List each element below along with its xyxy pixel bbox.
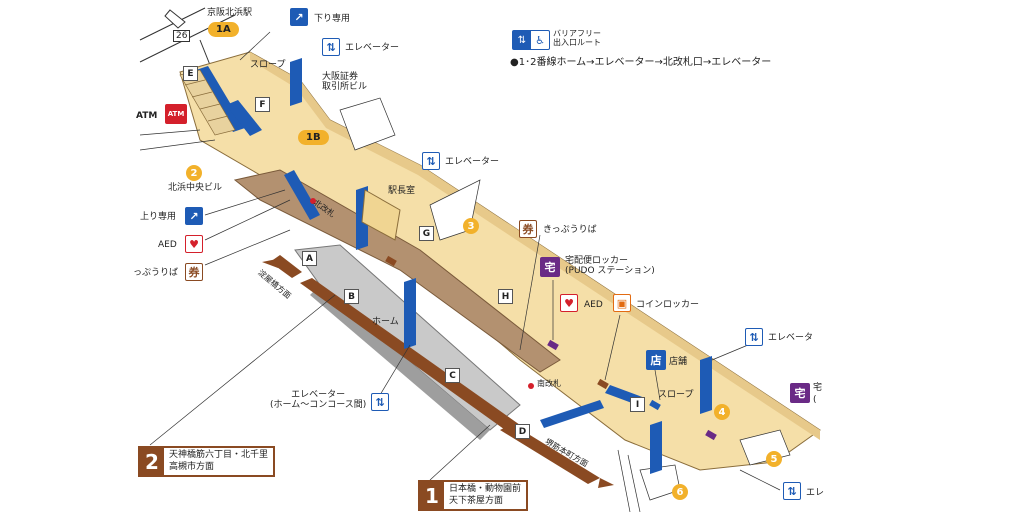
label-barrier-free: バリアフリー 出入口ルート: [553, 29, 601, 48]
arrow-yodoyabashi: [262, 258, 282, 268]
atm-icon: ATM: [165, 104, 187, 124]
escalators: [196, 66, 645, 428]
wheelchair-icon: ♿: [535, 33, 545, 47]
label-atm: ATM: [136, 111, 158, 121]
label-locker: 宅配便ロッカー (PUDO ステーション): [565, 256, 655, 277]
exit-1a: 1A: [208, 22, 239, 37]
marker-i: I: [630, 397, 645, 412]
locker-icon: 宅: [540, 257, 560, 277]
elevator-icon-platform: ⇅: [371, 393, 389, 411]
ticket-marker: [385, 255, 397, 267]
label-platform: ホーム: [372, 317, 399, 327]
track-rail-1: [300, 278, 520, 432]
label-ticket-left: っぷうりば: [133, 268, 179, 278]
label-right-edge-2: (: [813, 395, 817, 405]
station-master-room: [361, 189, 401, 241]
label-ticket-mid: きっぷうりば: [543, 225, 597, 235]
label-elevator-bottom: エレ: [806, 488, 825, 498]
barrier-free-badge: ⇅ ♿: [512, 30, 550, 50]
label-south-gate: 南改札: [537, 379, 561, 388]
elevator-icon-right: ⇅: [745, 328, 763, 346]
elevator-icon-bottom: ⇅: [783, 482, 801, 500]
track-rail-3: [500, 424, 600, 484]
label-elevator-right: エレベータ: [768, 333, 814, 343]
destination-line2: 天下茶屋方面: [449, 495, 504, 506]
escalator-down-icon: ↗: [290, 8, 308, 26]
elevator-columns: [290, 58, 712, 474]
exit-5: 5: [766, 451, 782, 467]
locker-marker: [547, 339, 559, 351]
elevator-icon-legend: ⇅: [513, 31, 531, 49]
exit-6: 6: [672, 484, 688, 500]
destination-line1: 天神橋筋六丁目・北千里: [169, 450, 269, 460]
marker-h: H: [498, 289, 513, 304]
arrow-sakaisuji: [598, 478, 614, 488]
label-elevator-top: エレベーター: [345, 43, 400, 53]
platform-edge: [310, 285, 490, 440]
exit-3: 3: [463, 218, 479, 234]
label-elevator-platform: エレベーター (ホーム～コンコース間): [270, 390, 367, 411]
marker-b: B: [344, 289, 359, 304]
label-slope-right: スロープ: [658, 390, 694, 400]
exit-4: 4: [714, 404, 730, 420]
south-gate-dot: [528, 383, 534, 389]
marker-g: G: [419, 226, 434, 241]
label-route-description: ●1･2番線ホーム→エレベーター→北改札口→エレベーター: [510, 57, 772, 68]
marker-d: D: [515, 424, 530, 439]
ticket-icon-left: 券: [185, 263, 203, 281]
destination-text: 日本橋・動物園前 天下茶屋方面: [444, 482, 526, 509]
locker-marker-2: [705, 429, 717, 441]
label-aed-mid: AED: [584, 300, 603, 310]
ticket-icon-mid: 券: [519, 220, 537, 238]
escalator-up-icon: ↗: [185, 207, 203, 225]
destination-number: 1: [420, 482, 444, 510]
destination-number: 2: [140, 448, 164, 476]
shop-icon: 店: [646, 350, 666, 370]
label-station-master: 駅長室: [388, 186, 416, 196]
leader-lines: [139, 31, 781, 512]
marker-c: C: [445, 368, 460, 383]
label-elevator-mid: エレベーター: [445, 157, 500, 167]
label-aed-left: AED: [158, 240, 177, 250]
label-down-only: 下り専用: [314, 14, 351, 24]
aed-icon-left: ♥: [185, 235, 203, 253]
concourse-wall: [250, 52, 820, 440]
destination-line-1: 1 日本橋・動物園前 天下茶屋方面: [418, 480, 529, 512]
destination-line2: 高槻市方面: [169, 461, 215, 472]
road-number: 26: [173, 30, 191, 43]
shop-marker: [649, 399, 661, 411]
label-slope-top: スロープ: [250, 60, 286, 70]
coin-locker-icon: ▣: [613, 294, 631, 312]
north-gate-dot: [310, 198, 316, 204]
coin-marker: [597, 378, 609, 390]
exit-2: 2: [186, 165, 202, 181]
label-osaka-exchange: 大阪証券 取引所ビル: [322, 72, 368, 93]
label-kitahama-chuo: 北浜中央ビル: [168, 183, 223, 193]
street-stair: [164, 9, 186, 29]
elevator-icon-mid: ⇅: [422, 152, 440, 170]
locker-icon-right: 宅: [790, 383, 810, 403]
marker-e: E: [183, 66, 198, 81]
exit-1b: 1B: [298, 130, 329, 145]
destination-text: 天神橋筋六丁目・北千里 高槻市方面: [164, 448, 273, 475]
elevator-icon-top: ⇅: [322, 38, 340, 56]
marker-f: F: [255, 97, 270, 112]
label-coin-locker: コインロッカー: [636, 300, 700, 310]
destination-line1: 日本橋・動物園前: [449, 484, 522, 494]
label-up-only: 上り専用: [140, 212, 177, 222]
marker-a: A: [302, 251, 317, 266]
destination-line-2: 2 天神橋筋六丁目・北千里 高槻市方面: [138, 446, 276, 478]
label-right-edge-1: 宅: [813, 383, 823, 393]
aed-icon-mid: ♥: [560, 294, 578, 312]
label-keihan: 京阪北浜駅: [207, 8, 253, 18]
gate-level: [233, 169, 561, 373]
label-shop: 店舗: [669, 357, 688, 367]
